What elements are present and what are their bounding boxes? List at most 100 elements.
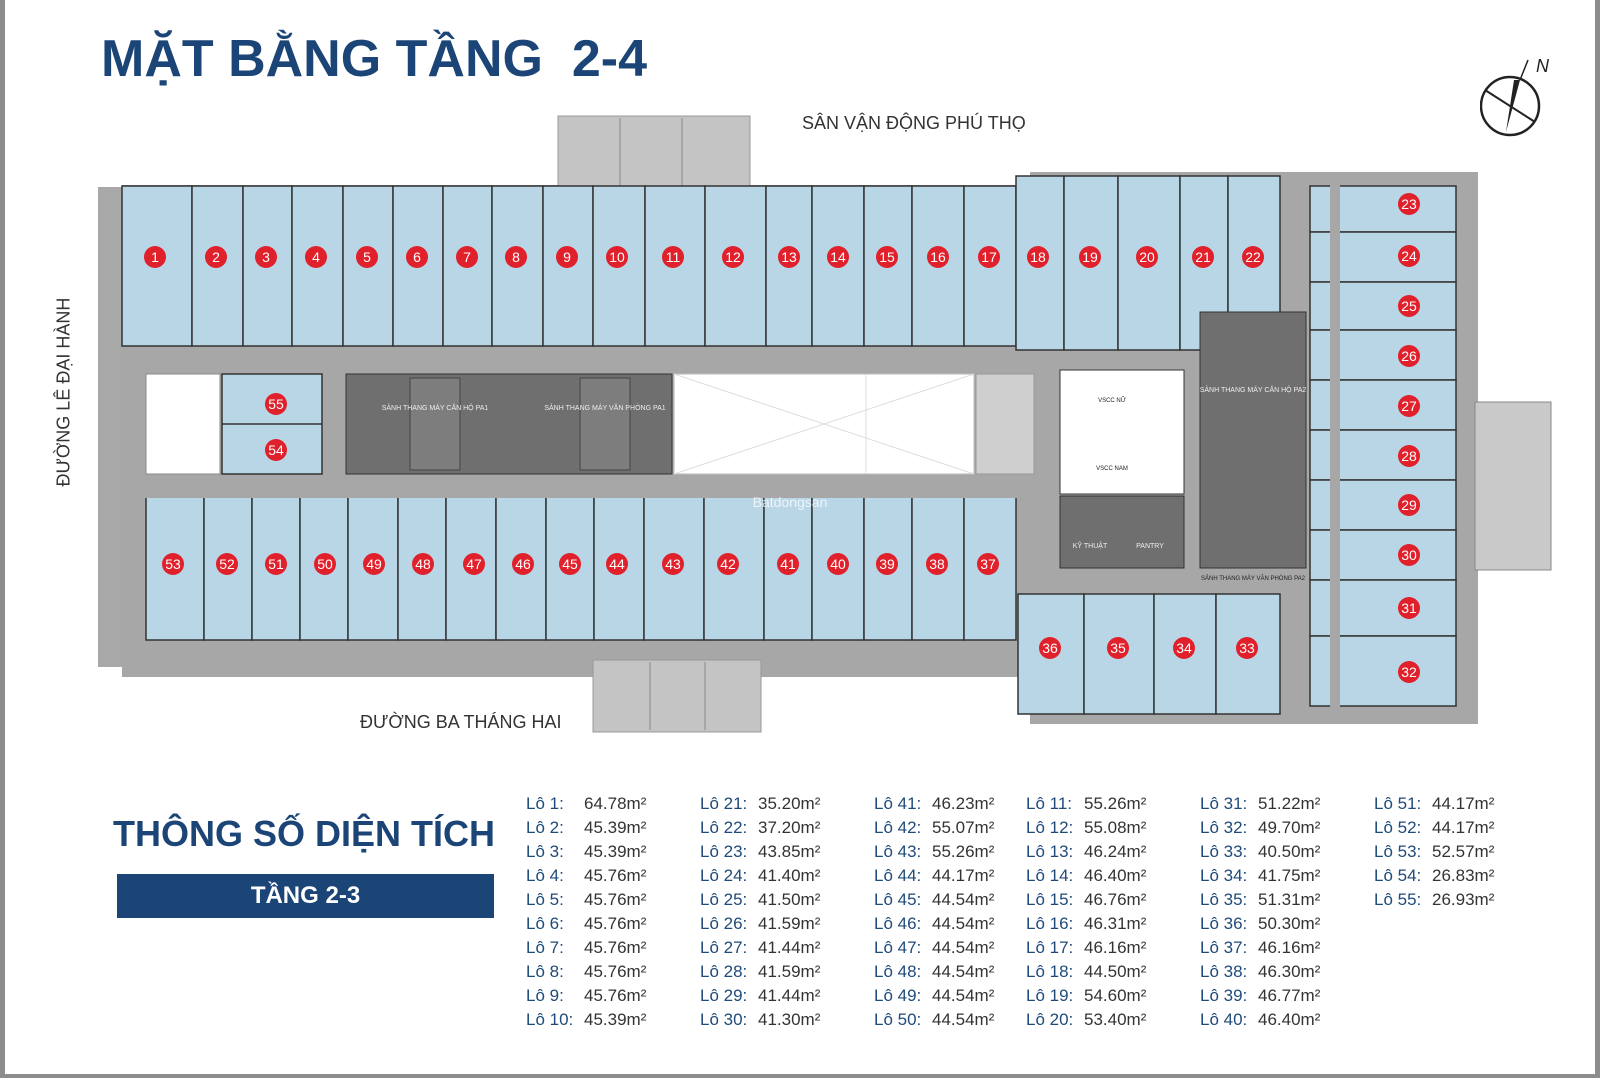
unit-marker-circle	[162, 553, 184, 575]
unit-marker-circle	[363, 553, 385, 575]
unit-marker-11: 11	[662, 246, 684, 268]
lot-area: 52.57m²	[1432, 842, 1495, 861]
lot-area: 44.17m²	[932, 866, 995, 885]
restrooms	[1059, 369, 1185, 495]
lot-name: Lô 19:	[1026, 986, 1074, 1005]
lot-name: Lô 41:	[874, 794, 922, 813]
east-office-lobby-label: SẢNH THANG MÁY VĂN PHÒNG PA2	[1201, 575, 1306, 582]
lot-area: 46.76m²	[1084, 890, 1147, 909]
lot-area: 46.40m²	[1258, 1010, 1321, 1029]
unit-marker-8: 8	[505, 246, 527, 268]
unit-number: 22	[1245, 249, 1261, 265]
unit-marker-6: 6	[406, 246, 428, 268]
area-row: Lô 33:40.50m²	[1200, 840, 1370, 864]
unit-marker-12: 12	[722, 246, 744, 268]
unit-number: 11	[666, 249, 681, 265]
lot-name: Lô 43:	[874, 842, 922, 861]
unit-marker-circle	[827, 246, 849, 268]
lot-area: 46.23m²	[932, 794, 995, 813]
unit-marker-34: 34	[1173, 637, 1195, 659]
unit-marker-circle	[1398, 193, 1420, 215]
unit-marker-circle	[1398, 295, 1420, 317]
unit-marker-circle	[978, 246, 1000, 268]
area-row: Lô 7:45.76m²	[526, 936, 696, 960]
lot-area: 45.76m²	[584, 914, 647, 933]
unit-marker-51: 51	[265, 553, 287, 575]
area-row: Lô 45:44.54m²	[874, 888, 1044, 912]
unit-marker-19: 19	[1079, 246, 1101, 268]
lot-name: Lô 21:	[700, 794, 748, 813]
unit-marker-circle	[1027, 246, 1049, 268]
west-lobby-label: SẢNH THANG MÁY CĂN HỘ PA1	[382, 403, 489, 412]
unit-marker-50: 50	[314, 553, 336, 575]
unit-marker-circle	[777, 553, 799, 575]
unit-marker-circle	[412, 553, 434, 575]
unit-marker-circle	[1398, 544, 1420, 566]
unit-number: 26	[1401, 348, 1417, 364]
lot-area: 46.40m²	[1084, 866, 1147, 885]
street-label-south: ĐƯỜNG BA THÁNG HAI	[360, 712, 562, 732]
unit-number: 47	[466, 556, 482, 572]
area-row: Lô 17:46.16m²	[1026, 936, 1196, 960]
unit-number: 41	[780, 556, 796, 572]
lot-name: Lô 55:	[1374, 890, 1422, 909]
lot-name: Lô 53:	[1374, 842, 1422, 861]
area-row: Lô 34:41.75m²	[1200, 864, 1370, 888]
lot-area: 26.83m²	[1432, 866, 1495, 885]
unit-number: 30	[1401, 547, 1417, 563]
unit-marker-circle	[265, 393, 287, 415]
unit-marker-circle	[1398, 661, 1420, 683]
lot-area: 45.39m²	[584, 1010, 647, 1029]
unit-number: 16	[930, 249, 946, 265]
lot-area: 35.20m²	[758, 794, 821, 813]
area-row: Lô 11:55.26m²	[1026, 792, 1196, 816]
unit-marker-circle	[1398, 345, 1420, 367]
unit-number: 43	[665, 556, 681, 572]
unit-number: 31	[1401, 600, 1417, 616]
unit-marker-circle	[456, 246, 478, 268]
unit-marker-circle	[1236, 637, 1258, 659]
area-row: Lô 36:50.30m²	[1200, 912, 1370, 936]
area-row: Lô 22:37.20m²	[700, 816, 870, 840]
unit-number: 45	[562, 556, 578, 572]
unit-marker-circle	[876, 246, 898, 268]
area-row: Lô 29:41.44m²	[700, 984, 870, 1008]
area-row: Lô 2:45.39m²	[526, 816, 696, 840]
area-row: Lô 52:44.17m²	[1374, 816, 1544, 840]
lot-name: Lô 35:	[1200, 890, 1248, 909]
unit-marker-1: 1	[144, 246, 166, 268]
street-label-west: ĐƯỜNG LÊ ĐẠI HÀNH	[53, 297, 74, 487]
unit-number: 27	[1401, 398, 1417, 414]
unit-marker-27: 27	[1398, 395, 1420, 417]
unit-marker-circle	[977, 553, 999, 575]
unit-marker-14: 14	[827, 246, 849, 268]
unit-marker-20: 20	[1136, 246, 1158, 268]
unit-marker-circle	[662, 246, 684, 268]
lot-name: Lô 44:	[874, 866, 922, 885]
unit-number: 24	[1401, 248, 1417, 264]
unit-number: 1	[151, 249, 159, 265]
lot-area: 41.44m²	[758, 938, 821, 957]
area-row: Lô 28:41.59m²	[700, 960, 870, 984]
lot-area: 64.78m²	[584, 794, 647, 813]
unit-number: 36	[1042, 640, 1058, 656]
lot-name: Lô 28:	[700, 962, 748, 981]
area-row: Lô 21: 35.20m²	[700, 792, 870, 816]
lot-area: 44.54m²	[932, 938, 995, 957]
lot-area: 41.40m²	[758, 866, 821, 885]
lot-area: 51.22m²	[1258, 794, 1321, 813]
lot-name: Lô 30:	[700, 1010, 748, 1029]
unit-number: 15	[879, 249, 895, 265]
west-stair-landing	[975, 373, 1035, 475]
lot-area: 55.08m²	[1084, 818, 1147, 837]
lot-name: Lô 2:	[526, 818, 564, 837]
area-row: Lô 8:45.76m²	[526, 960, 696, 984]
unit-marker-circle	[1398, 395, 1420, 417]
area-row: Lô 30:41.30m²	[700, 1008, 870, 1032]
area-row: Lô 13:46.24m²	[1026, 840, 1196, 864]
lot-name: Lô 18:	[1026, 962, 1074, 981]
lot-area: 44.54m²	[932, 1010, 995, 1029]
